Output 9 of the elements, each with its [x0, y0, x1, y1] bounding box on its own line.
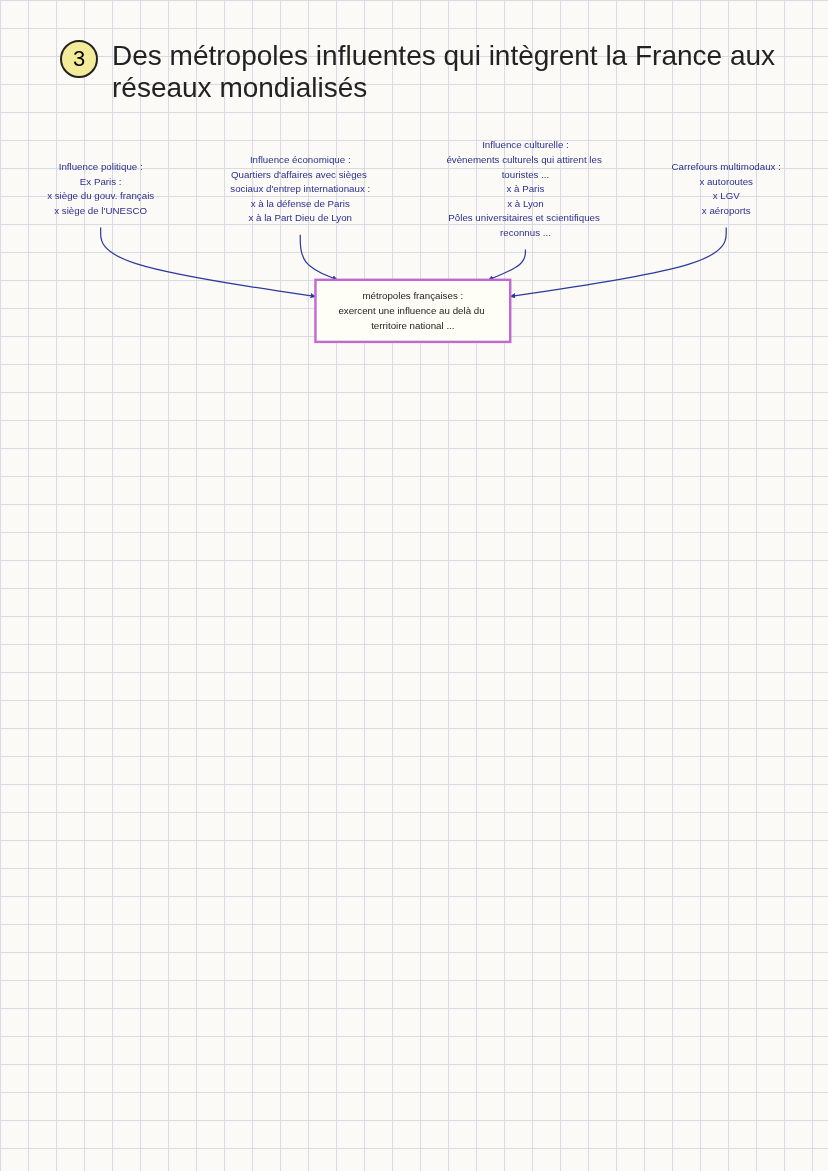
node-text: Carrefours multimodaux : x autoroutes x LGV x aéroports: [671, 161, 781, 216]
arrow: [510, 226, 727, 299]
title: Des métropoles influentes qui intègrent la France aux réseaux mondialisés: [112, 40, 777, 104]
node-text: Influence politique : Ex Paris : x siège du gouv. français x siège de l'UNESCO: [47, 161, 155, 216]
node-box: métropoles françaises : exercent une influence au delà du territoire national ...: [314, 278, 512, 344]
node-text: Influence économique : Quartiers d'affaires avec sièges sociaux d'entrep internationaux : x à la défense de Paris x à la Part Dieu de Lyon: [230, 154, 371, 224]
section-number: 3: [60, 40, 98, 78]
arrow: [100, 226, 316, 299]
node-text: Influence culturelle : évènements culturels qui attirent les touristes ... x à Paris x à Lyon Pôles universitaires et scientifiques reconnus ...: [446, 139, 602, 238]
